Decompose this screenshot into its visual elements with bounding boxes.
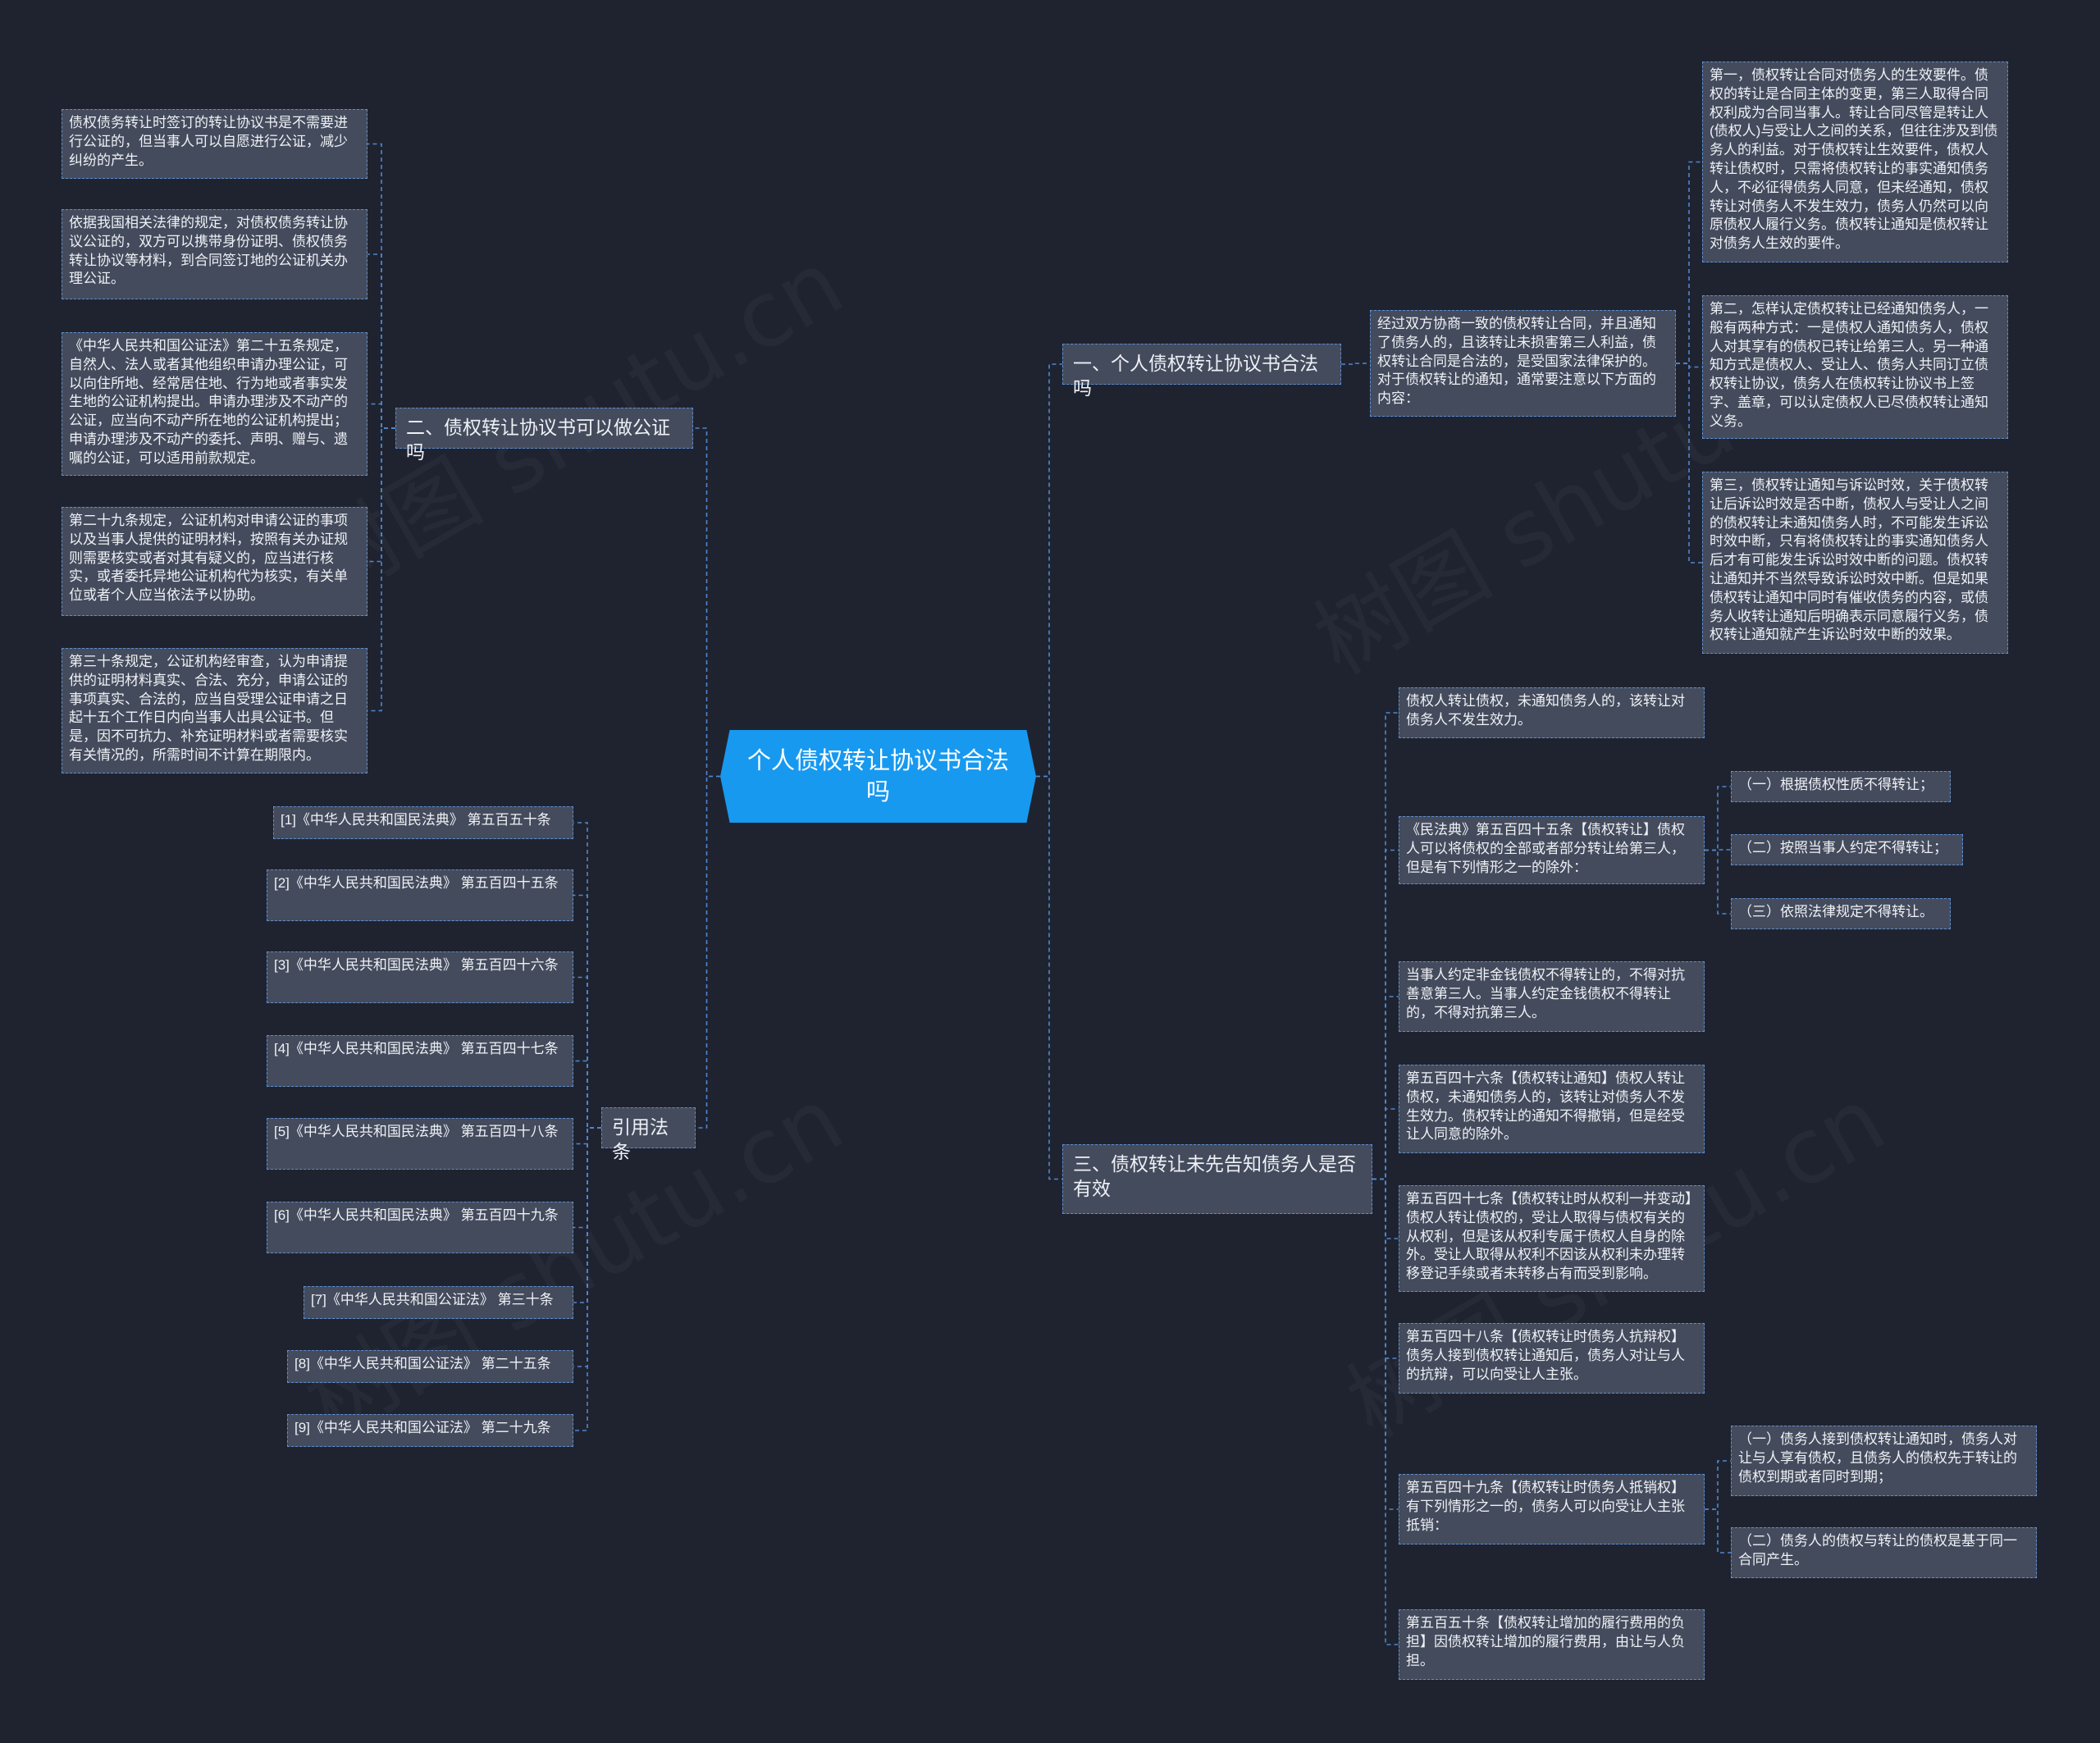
law-reference[interactable]: [4]《中华人民共和国民法典》 第五百四十七条 <box>267 1035 573 1087</box>
connector-line <box>1372 996 1399 1180</box>
notice-item[interactable]: 第五百四十八条【债权转让时债务人抗辩权】债务人接到债权转让通知后，债务人对让与人… <box>1399 1323 1705 1394</box>
transfer-exception[interactable]: （一）根据债权性质不得转让； <box>1731 771 1951 802</box>
law-reference[interactable]: [2]《中华人民共和国民法典》 第五百四十五条 <box>267 869 573 921</box>
legality-point[interactable]: 第二，怎样认定债权转让已经通知债务人，一般有两种方式：一是债权人通知债务人，债权… <box>1702 295 2008 439</box>
setoff-condition[interactable]: （二）债务人的债权与转让的债权是基于同一合同产生。 <box>1731 1527 2037 1578</box>
legality-point[interactable]: 第一，债权转让合同对债务人的生效要件。债权的转让是合同主体的变更，第三人取得合同… <box>1702 62 2008 262</box>
setoff-condition[interactable]: （一）债务人接到债权转让通知时，债务人对让与人享有债权，且债务人的债权先于转让的… <box>1731 1426 2037 1496</box>
notice-item[interactable]: 第五百四十六条【债权转让通知】债权人转让债权，未通知债务人的，该转让对债务人不发… <box>1399 1065 1705 1153</box>
notarization-item[interactable]: 债权债务转让时签订的转让协议书是不需要进行公证的，但当事人可以自愿进行公证，减少… <box>62 109 368 179</box>
law-reference[interactable]: [8]《中华人民共和国公证法》 第二十五条 <box>287 1350 573 1383</box>
connector-line <box>1705 1508 1731 1554</box>
branch-legality-intro[interactable]: 经过双方协商一致的债权转让合同，并且通知了债务人的，且该转让未损害第三人利益，债… <box>1370 310 1676 417</box>
connector-line <box>573 894 601 1129</box>
connector-line <box>1036 775 1062 1180</box>
connector-line <box>368 253 395 429</box>
notarization-item[interactable]: 依据我国相关法律的规定，对债权债务转让协议公证的，双方可以携带身份证明、债权债务… <box>62 209 368 299</box>
notice-item[interactable]: 当事人约定非金钱债权不得转让的，不得对抗善意第三人。当事人约定金钱债权不得转让的… <box>1399 961 1705 1032</box>
branch-notice-title[interactable]: 三、债权转让未先告知债务人是否有效 <box>1062 1144 1372 1214</box>
branch-references-title[interactable]: 引用法条 <box>601 1107 696 1162</box>
law-reference[interactable]: [9]《中华人民共和国公证法》 第二十九条 <box>287 1414 573 1447</box>
connector-line <box>1705 786 1731 851</box>
law-reference[interactable]: [6]《中华人民共和国民法典》 第五百四十九条 <box>267 1202 573 1253</box>
notarization-item[interactable]: 第二十九条规定，公证机构对申请公证的事项以及当事人提供的证明材料，按照有关办证规… <box>62 507 368 616</box>
connector-line <box>368 403 395 429</box>
law-reference[interactable]: [3]《中华人民共和国民法典》 第五百四十六条 <box>267 951 573 1003</box>
notarization-item[interactable]: 《中华人民共和国公证法》第二十五条规定，自然人、法人或者其他组织申请办理公证，可… <box>62 332 368 476</box>
connector-line <box>1676 161 1702 364</box>
notice-item[interactable]: 债权人转让债权，未通知债务人的，该转让对债务人不发生效力。 <box>1399 687 1705 738</box>
law-reference[interactable]: [5]《中华人民共和国民法典》 第五百四十八条 <box>267 1118 573 1170</box>
branch-legality-title[interactable]: 一、个人债权转让协议书合法吗 <box>1062 344 1341 399</box>
connector-line <box>693 427 720 778</box>
connector-line <box>573 1060 601 1129</box>
connector-line <box>1705 1460 1731 1510</box>
connector-line <box>368 427 395 712</box>
connector-line <box>573 1127 601 1229</box>
connector-line <box>696 775 720 1129</box>
transfer-exception[interactable]: （二）按照当事人约定不得转让； <box>1731 834 1963 865</box>
law-reference[interactable]: [7]《中华人民共和国公证法》 第三十条 <box>304 1286 573 1319</box>
connector-line <box>573 1127 601 1303</box>
notice-item[interactable]: 《民法典》第五百四十五条【债权转让】债权人可以将债权的全部或者部分转让给第三人，… <box>1399 816 1705 884</box>
connector-line <box>1705 849 1731 915</box>
connector-line <box>573 1127 601 1145</box>
notice-item[interactable]: 第五百四十七条【债权转让时从权利一并变动】债权人转让债权的，受让人取得与债权有关… <box>1399 1185 1705 1292</box>
connector-line <box>1341 363 1370 365</box>
law-reference[interactable]: [1]《中华人民共和国民法典》 第五百五十条 <box>273 806 573 839</box>
legality-point[interactable]: 第三，债权转让通知与诉讼时效，关于债权转让后诉讼时效是否中断，债权人与受让人之间… <box>1702 472 2008 654</box>
root-topic[interactable]: 个人债权转让协议书合法吗 <box>720 730 1036 823</box>
transfer-exception[interactable]: （三）依照法律规定不得转让。 <box>1731 898 1951 929</box>
connector-line <box>1676 363 1702 564</box>
notice-item[interactable]: 第五百四十九条【债权转让时债务人抵销权】有下列情形之一的，债务人可以向受让人主张… <box>1399 1474 1705 1545</box>
connector-line <box>1372 1178 1399 1239</box>
connector-line <box>1372 1178 1399 1645</box>
notarization-item[interactable]: 第三十条规定，公证机构经审查，认为申请提供的证明材料真实、合法、充分，申请公证的… <box>62 648 368 773</box>
branch-notarization-title[interactable]: 二、债权转让协议书可以做公证吗 <box>395 408 693 463</box>
notice-item[interactable]: 第五百五十条【债权转让增加的履行费用的负担】因债权转让增加的履行费用，由让与人负… <box>1399 1609 1705 1680</box>
connector-line <box>573 1127 601 1431</box>
connector-line <box>1036 363 1062 778</box>
connector-line <box>573 976 601 1129</box>
connector-line <box>1372 1108 1399 1180</box>
